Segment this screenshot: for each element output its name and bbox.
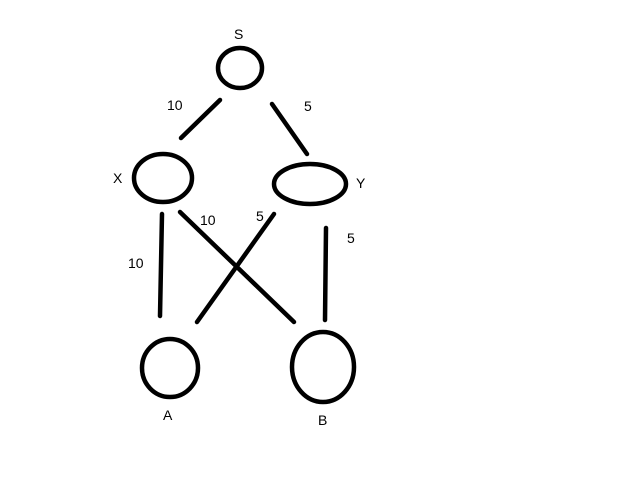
weight-label-y-b: 5	[347, 230, 355, 246]
node-s	[215, 45, 265, 91]
node-b	[289, 329, 357, 405]
node-y	[271, 161, 349, 207]
edge-y-a	[194, 211, 277, 325]
node-a	[139, 336, 201, 400]
weight-label-y-a: 5	[256, 208, 264, 224]
node-label-a: A	[163, 407, 173, 423]
node-label-s: S	[234, 26, 243, 42]
weight-label-x-b: 10	[200, 212, 216, 228]
weight-label-x-a: 10	[128, 255, 144, 271]
edge-y-b	[322, 225, 329, 323]
node-label-b: B	[318, 412, 327, 428]
node-x	[131, 151, 195, 205]
edge-s-x	[178, 97, 223, 141]
node-label-y: Y	[356, 175, 366, 191]
weight-label-s-x: 10	[167, 97, 183, 113]
weight-label-s-y: 5	[304, 98, 312, 114]
edge-x-a	[157, 211, 165, 319]
edge-s-y	[269, 101, 310, 157]
node-label-x: X	[113, 170, 123, 186]
